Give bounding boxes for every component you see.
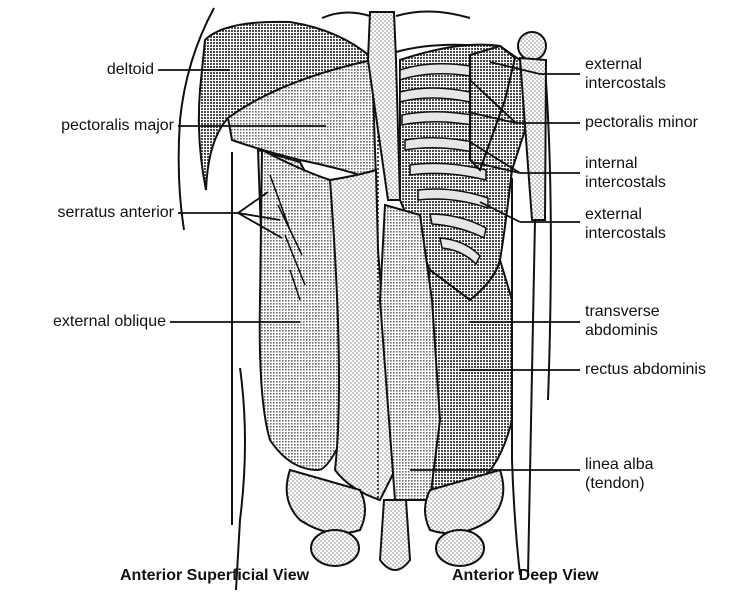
label-line: transverse (585, 302, 660, 321)
label-line: external (585, 205, 666, 224)
label-transverse-abdominis: transverse abdominis (585, 302, 660, 340)
label-line: abdominis (585, 321, 660, 340)
label-line: linea alba (585, 455, 654, 474)
label-line: internal (585, 154, 666, 173)
superficial-side (199, 22, 395, 500)
label-pectoralis-major: pectoralis major (61, 116, 174, 135)
label-external-intercostals-upper: external intercostals (585, 55, 666, 93)
label-pectoralis-minor: pectoralis minor (585, 113, 698, 132)
label-external-intercostals-lower: external intercostals (585, 205, 666, 243)
label-linea-alba: linea alba (tendon) (585, 455, 654, 493)
caption-superficial-view: Anterior Superficial View (120, 567, 309, 585)
label-line: intercostals (585, 173, 666, 192)
label-deltoid: deltoid (107, 60, 154, 79)
label-external-oblique: external oblique (53, 312, 166, 331)
label-line: (tendon) (585, 474, 654, 493)
left-hip-outline (236, 368, 245, 590)
right-side-outline (512, 178, 520, 575)
label-serratus-anterior: serratus anterior (58, 203, 175, 222)
label-line: intercostals (585, 74, 666, 93)
caption-deep-view: Anterior Deep View (452, 567, 598, 585)
label-line: external (585, 55, 666, 74)
label-line: intercostals (585, 224, 666, 243)
label-internal-intercostals: internal intercostals (585, 154, 666, 192)
label-rectus-abdominis: rectus abdominis (585, 360, 706, 379)
